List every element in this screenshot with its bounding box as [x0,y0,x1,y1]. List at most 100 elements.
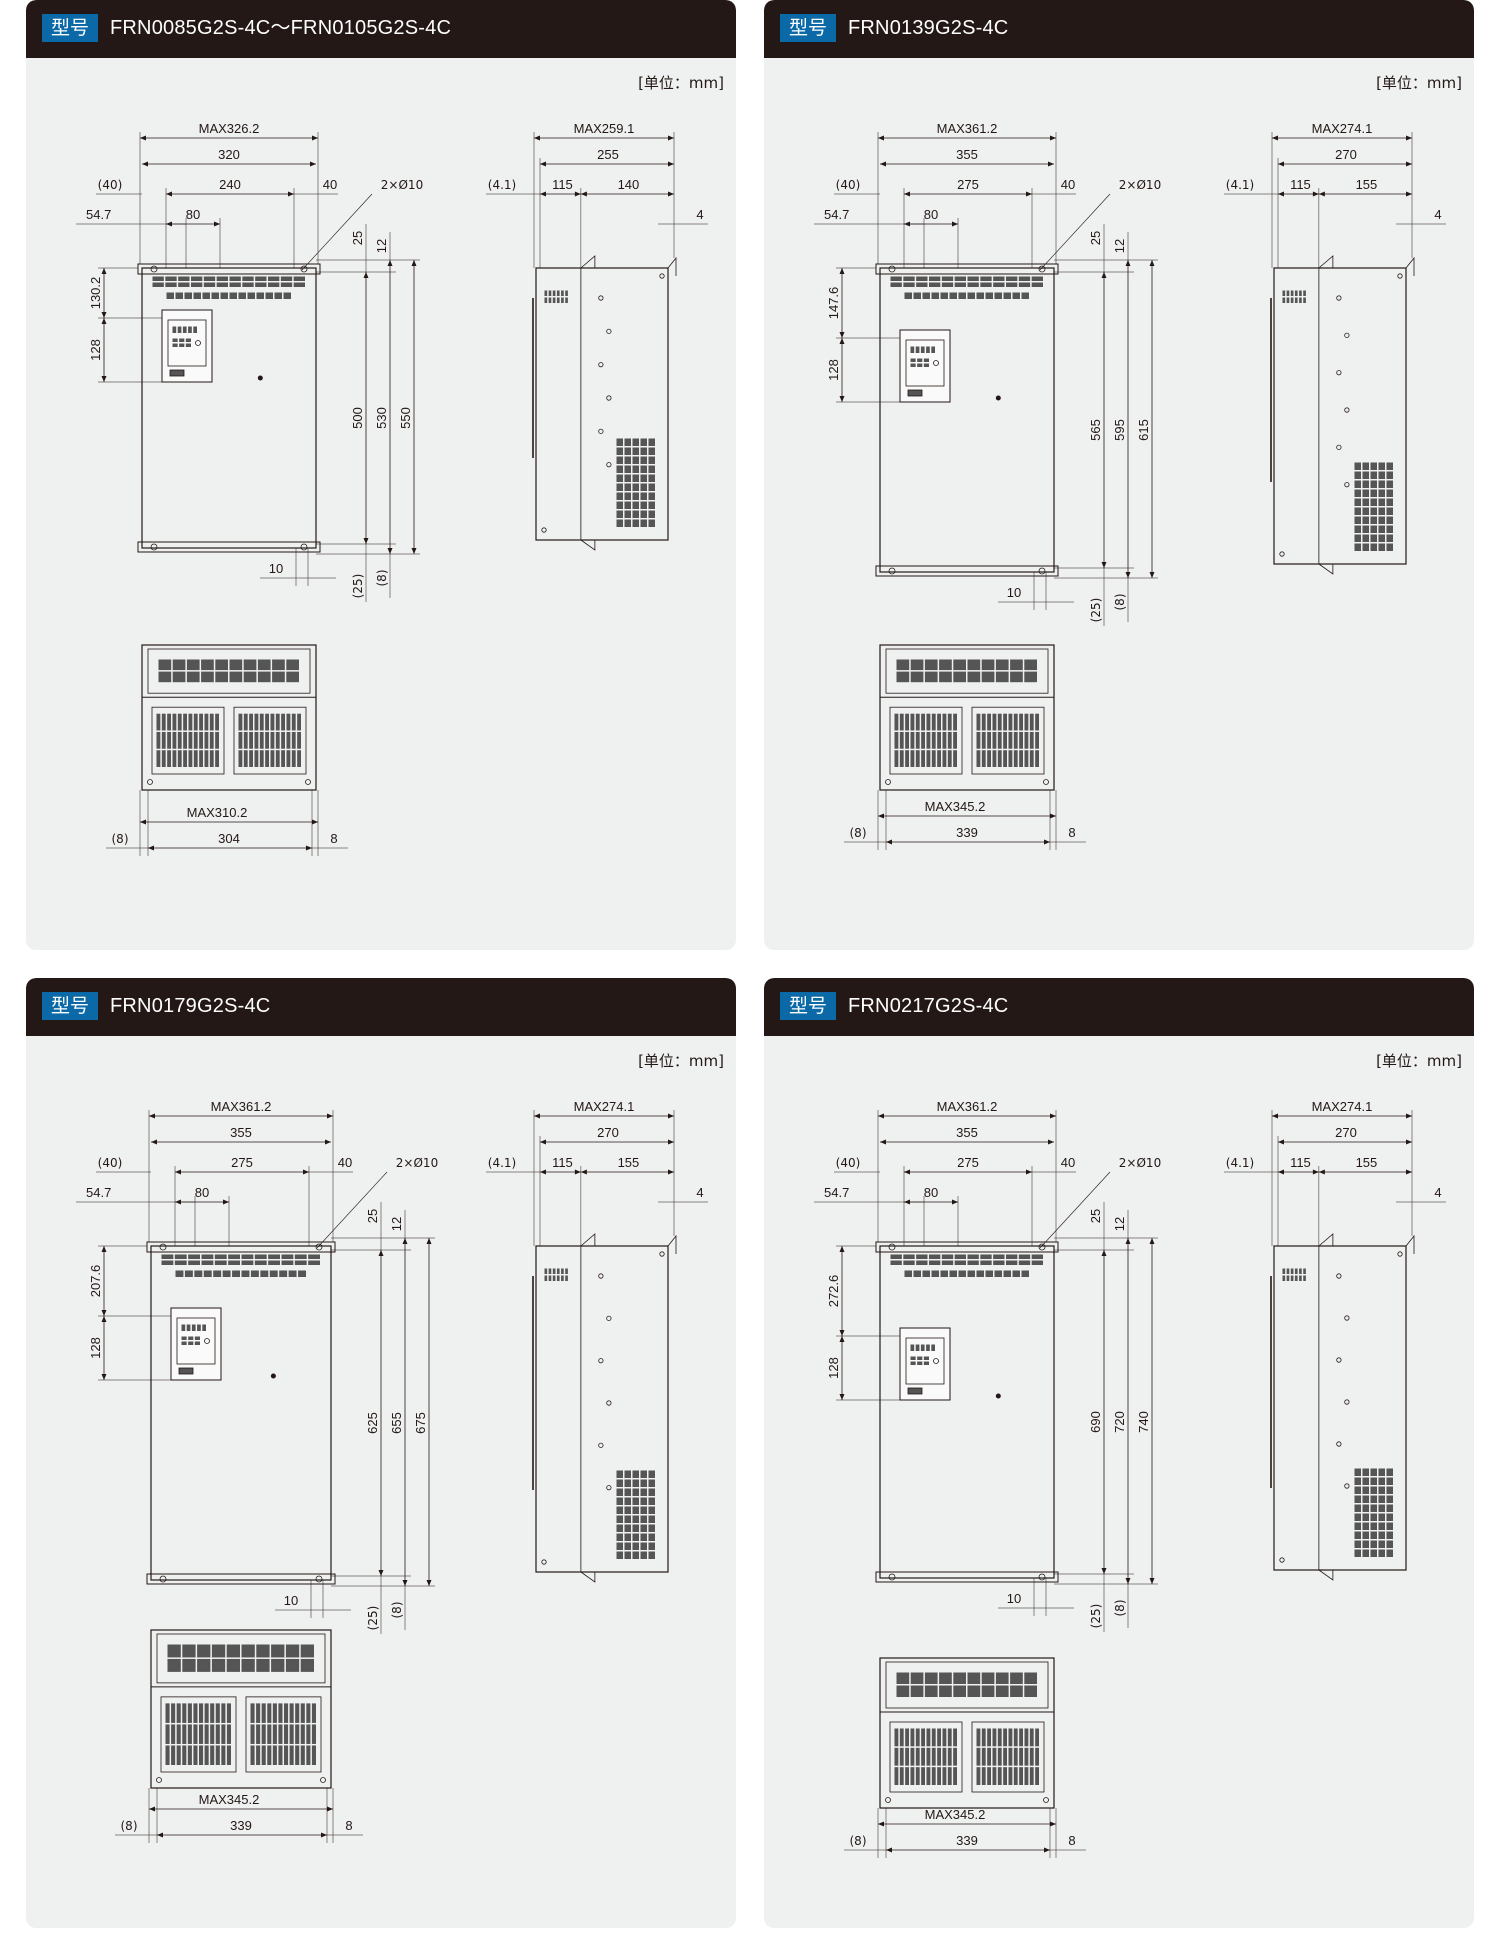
dimension-arrow [1278,191,1284,197]
vent-slot [1035,1728,1039,1747]
vent-slot [905,713,909,731]
dimension-label: 12 [1112,1217,1127,1231]
fan-guard [233,706,307,775]
vent-slot [916,1260,928,1265]
vent-slot [910,731,915,749]
vent-slot [910,671,924,683]
vent-slot [648,1524,655,1532]
dimension-arrow [327,1806,333,1812]
vent-slot [1378,507,1385,515]
vent-slot [241,1254,254,1259]
mount-hole [1038,265,1046,273]
vent-slot [243,750,248,767]
vent-slot [894,731,899,749]
vent-slot [910,1672,924,1684]
dimension-arrow [1101,1250,1107,1256]
vent-slot [280,282,293,287]
vent-slot [915,750,920,767]
side-vent-lower [616,438,655,527]
vent-slot [905,750,909,767]
fan-guard [889,1721,963,1793]
vent-slot [1378,1477,1385,1485]
vent-slot [254,731,259,749]
dimension-arrow [839,338,845,344]
vent-slot [632,1506,639,1514]
vent-slot [215,671,228,683]
model-badge: 型号 [780,992,836,1020]
vent-slot [942,731,947,749]
dimension-arrow [101,1246,107,1252]
vent-slot [939,1672,952,1684]
vent-slot [172,671,186,683]
vent-slot [1386,471,1393,479]
dimension-label: 12 [1112,239,1127,253]
vent-slot [1003,1270,1011,1277]
vent-slot [295,1703,300,1723]
vent-slot [1378,1468,1385,1476]
side-outline [1273,1245,1407,1571]
vent-slot [1024,659,1037,671]
vent-slot [181,1336,187,1340]
vent-slot [640,1551,647,1559]
vent-slot [1362,498,1369,506]
vent-slot [616,438,623,446]
vent-slot [171,1745,176,1765]
vent-slot [937,1767,941,1785]
vent-slot [202,292,210,299]
side-screw [1344,1315,1350,1321]
vent-slot [967,1260,979,1265]
fan-grille [894,713,957,767]
vent-slot [921,713,925,731]
vent-slot [981,659,995,671]
keypad-buttons [910,358,929,367]
dimension-arrow [574,1169,581,1175]
vent-slot [1370,543,1377,551]
vent-slot [209,713,214,731]
vent-slot [648,1506,655,1514]
vent-slot [172,338,178,342]
vent-slot [1386,1540,1393,1548]
vent-slot [229,671,243,683]
vent-slot [632,492,639,500]
vent-slot [640,447,647,455]
vent-slot [929,1254,941,1259]
vent-slot [201,1260,214,1265]
dimension-arrow [426,1238,432,1244]
dimension-arrow [288,191,294,197]
mount-hole [888,1243,896,1251]
vent-slot [926,1344,930,1351]
vent-slot [920,1344,925,1351]
dimension-arrow [878,1821,884,1827]
dimension-label: 4 [696,207,703,222]
vent-slot [1286,297,1290,303]
vent-slot [905,1728,909,1747]
vent-slot [931,346,935,353]
vent-slot [265,292,273,299]
side-screw [1279,1557,1285,1563]
vent-slot [993,1254,1005,1259]
vent-slot [947,1747,952,1766]
model-number: FRN0179G2S-4C [110,995,271,1017]
model-badge: 型号 [42,992,98,1020]
mount-hole [150,265,158,273]
vent-slot [254,1254,267,1259]
keypad-face [167,319,207,367]
side-screw [1336,1273,1342,1279]
vent-slot [997,1728,1002,1747]
vent-slot [161,1260,174,1265]
vent-slot [993,1260,1005,1265]
terminal-array [896,659,1037,683]
vent-slot [899,1728,904,1747]
side-screw [1336,370,1342,376]
dimension-arrow [1050,813,1056,819]
bottom-flange [137,541,321,553]
dimension-arrow [1050,1821,1056,1827]
vent-slot [1354,543,1361,551]
vent-slot [186,1324,191,1331]
vent-slot [905,1747,909,1766]
vent-slot [175,1270,184,1277]
vent-slot [939,1685,952,1697]
dimension-label: (8) [850,1834,867,1848]
